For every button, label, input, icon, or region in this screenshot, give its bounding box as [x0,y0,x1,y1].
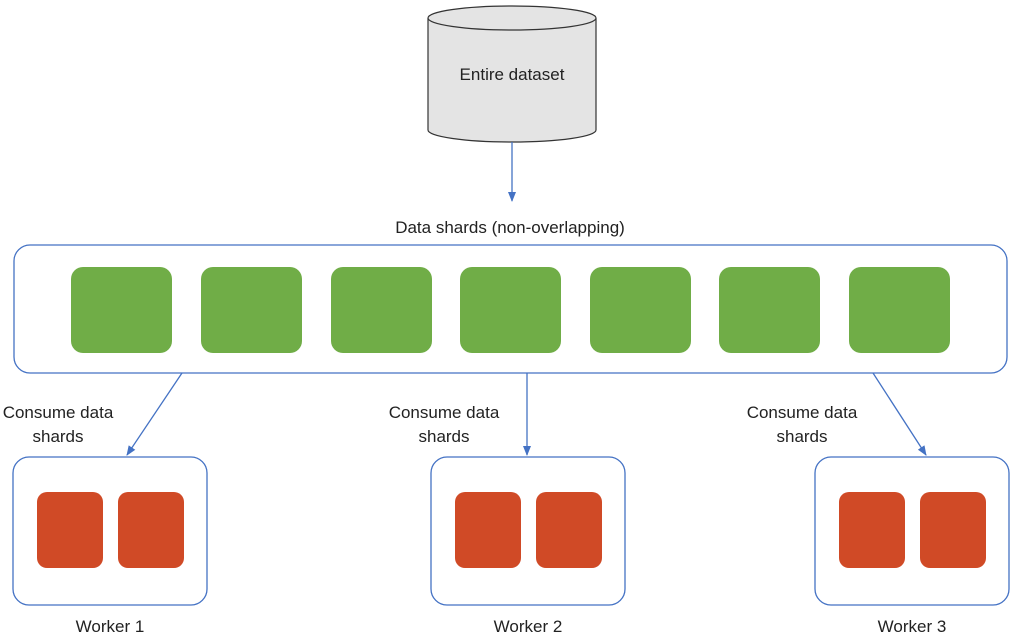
shard-row [71,267,950,353]
consume-label-1-line1: Consume data [3,403,114,422]
worker-shard [455,492,521,568]
consume-label-3-line1: Consume data [747,403,858,422]
data-shard [201,267,302,353]
worker-shard [118,492,184,568]
worker-3-label: Worker 3 [878,617,947,633]
data-shard [71,267,172,353]
consume-label-2-line2: shards [418,427,469,446]
consume-label-1-line2: shards [32,427,83,446]
cylinder-top [427,5,597,31]
dataset-cylinder: Entire dataset [427,5,597,143]
data-shard [460,267,561,353]
worker-3-shards [839,492,986,568]
arrow-to-worker-3 [872,372,927,456]
data-shard [590,267,691,353]
worker-2-label: Worker 2 [494,617,563,633]
data-shard [719,267,820,353]
worker-1-shards [37,492,184,568]
worker-shard [839,492,905,568]
data-shard [331,267,432,353]
worker-shard [37,492,103,568]
shards-title: Data shards (non-overlapping) [395,218,625,237]
cylinder-body [427,18,597,143]
worker-1-label: Worker 1 [76,617,145,633]
worker-2-shards [455,492,602,568]
arrow-to-worker-1 [126,372,183,456]
worker-shard [920,492,986,568]
worker-shard [536,492,602,568]
data-shard [849,267,950,353]
consume-label-2-line1: Consume data [389,403,500,422]
dataset-label: Entire dataset [460,65,565,84]
consume-label-3-line2: shards [776,427,827,446]
